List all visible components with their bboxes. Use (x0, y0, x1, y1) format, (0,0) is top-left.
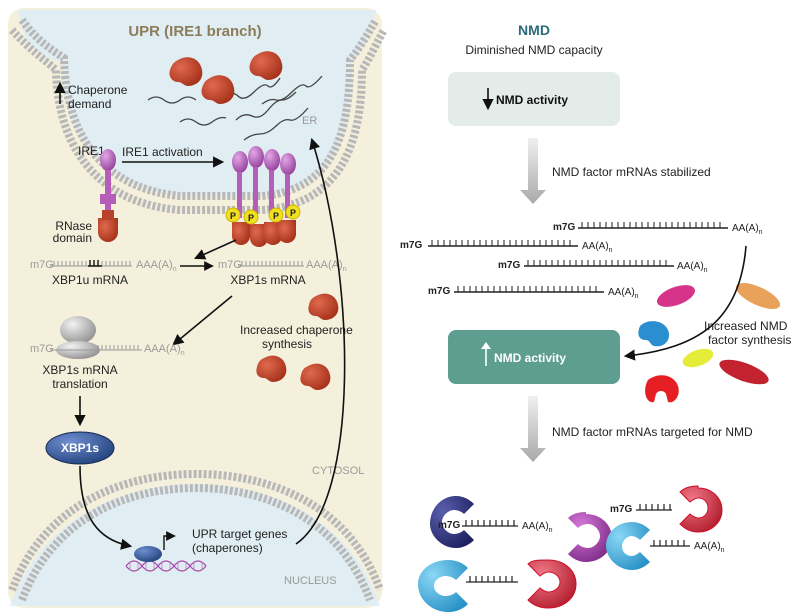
nmd-subtitle: Diminished NMD capacity (465, 43, 602, 57)
to-translation-arrow (172, 295, 233, 346)
nmd-title: NMD (518, 22, 550, 38)
xbp1s-to-dna-arrow (79, 465, 133, 550)
degraded-mrna-1: m7G AA(A)n (430, 496, 612, 562)
upr-target-genes-label-1: UPR target genes (192, 527, 287, 541)
svg-text:AA(A)n: AA(A)n (522, 521, 553, 534)
upr-title: UPR (IRE1 branch) (128, 23, 261, 40)
svg-text:m7G: m7G (498, 260, 520, 271)
svg-text:m7G: m7G (553, 222, 575, 233)
ire1-monomer-icon (98, 149, 118, 242)
svg-text:m7G: m7G (428, 286, 450, 297)
er-membrane-inner (18, 17, 380, 200)
phosphate-icons (225, 204, 301, 225)
xbp1s-m7g: m7G (218, 259, 242, 271)
step1-label: NMD factor mRNAs stabilized (552, 165, 711, 179)
nmd-activity-box-high (448, 330, 620, 384)
degraded-mrna-2: m7G AA(A)n (606, 485, 725, 570)
feedback-arrow (295, 137, 346, 545)
phospho-label-3: P (273, 211, 279, 221)
chaperone-icons-cytosol (256, 293, 339, 390)
phospho-label-2: P (248, 213, 254, 223)
nuclear-membrane-inner (18, 483, 374, 602)
svg-text:AA(A)n: AA(A)n (677, 261, 708, 274)
nmd-activity-box-low (448, 72, 620, 126)
nucleus (10, 484, 380, 606)
nmd-activity-low-label: NMD activity (496, 93, 568, 107)
increased-nmd-label-2: factor synthesis (708, 333, 791, 347)
gray-arrow-2 (520, 396, 546, 462)
xbp1s-strand (238, 261, 304, 267)
dna-helix-icon (125, 560, 207, 572)
nucleus-label: NUCLEUS (284, 575, 337, 587)
cytosol-label: CYTOSOL (312, 465, 364, 477)
ire1-label: IRE1 (78, 144, 105, 158)
xbp1u-mrna-label: XBP1u mRNA (52, 273, 128, 287)
splice-arrow (193, 239, 237, 260)
svg-text:AA(A)n: AA(A)n (582, 241, 613, 254)
xbp1u-polya: AAA(A)n (136, 259, 177, 273)
unfolded-proteins (147, 75, 323, 141)
ire1-oligomer-icon (232, 146, 296, 247)
xbp1s-polya: AAA(A)n (306, 259, 347, 273)
transcription-start-arrow (163, 531, 176, 550)
upr-target-genes-label-2: (chaperones) (192, 541, 263, 555)
svg-text:AA(A)n: AA(A)n (732, 223, 763, 236)
xbp1s-protein-icon (45, 431, 115, 465)
xbp1s-bound-icon (134, 546, 162, 562)
translation-m7g: m7G (30, 343, 54, 355)
translation-polya: AAA(A)n (144, 343, 185, 357)
svg-text:AA(A)n: AA(A)n (694, 541, 725, 554)
nuclear-membrane-outer (8, 469, 384, 592)
gray-arrow-1 (520, 138, 546, 204)
er-membrane-outer (9, 27, 388, 214)
step2-label: NMD factor mRNAs targeted for NMD (552, 425, 753, 439)
increased-chaperone-label-1: Increased chaperone (240, 323, 353, 337)
rnase-domain-label-1: RNase (55, 219, 92, 233)
degraded-mrna-3 (418, 559, 577, 612)
xbp1u-m7g: m7G (30, 259, 54, 271)
svg-text:m7G: m7G (400, 240, 422, 251)
mrna-4: m7G AA(A)n (428, 286, 639, 300)
mrna-2: m7G AA(A)n (400, 240, 613, 254)
mrna-1: m7G AA(A)n (553, 222, 763, 236)
phospho-label-4: P (290, 208, 296, 218)
xbp1s-protein-label: XBP1s (61, 441, 99, 455)
translation-label-1: XBP1s mRNA (42, 363, 117, 377)
nmd-factor-proteins (638, 282, 781, 403)
svg-text:m7G: m7G (610, 504, 632, 515)
chaperone-icons-er (169, 51, 283, 104)
translation-strand (50, 345, 142, 351)
svg-text:m7G: m7G (438, 520, 460, 531)
phospho-label-1: P (230, 211, 236, 221)
synthesis-to-activity-arrow (623, 245, 747, 361)
stabilized-mrnas: m7G AA(A)n m7G AA(A)n m7G AA(A)n m7G AA(… (400, 222, 763, 300)
chaperone-demand-label-1: Chaperone (68, 83, 128, 97)
translation-label-2: translation (52, 377, 107, 391)
er-label: ER (302, 115, 317, 127)
mrna-3: m7G AA(A)n (498, 260, 708, 274)
increased-nmd-label-1: Increased NMD (704, 319, 788, 333)
nmd-activity-high-label: NMD activity (494, 351, 566, 365)
ire1-activation-label: IRE1 activation (122, 145, 203, 159)
rnase-domain-label-2: domain (53, 231, 92, 245)
chaperone-demand-label-2: demand (68, 97, 111, 111)
svg-text:AA(A)n: AA(A)n (608, 287, 639, 300)
xbp1s-mrna-label: XBP1s mRNA (230, 273, 305, 287)
increased-chaperone-label-2: synthesis (262, 337, 312, 351)
